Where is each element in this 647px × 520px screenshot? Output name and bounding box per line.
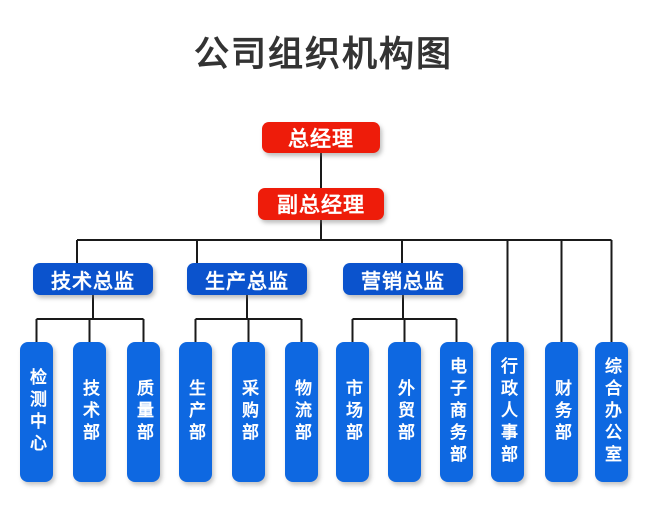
node-dept-logistics: 物流部 (285, 342, 318, 482)
node-dept-technology: 技术部 (73, 342, 106, 482)
node-dept-admin-hr: 行政人事部 (491, 342, 524, 482)
node-director-technical: 技术总监 (33, 263, 153, 295)
node-deputy-general-manager: 副总经理 (258, 188, 384, 220)
node-director-marketing: 营销总监 (343, 263, 463, 295)
node-dept-finance: 财务部 (545, 342, 578, 482)
node-dept-market: 市场部 (336, 342, 369, 482)
node-dept-quality: 质量部 (127, 342, 160, 482)
node-director-production: 生产总监 (187, 263, 307, 295)
node-dept-production: 生产部 (179, 342, 212, 482)
node-dept-testing-center: 检测中心 (20, 342, 53, 482)
page-title: 公司组织机构图 (193, 35, 453, 75)
node-general-manager: 总经理 (262, 122, 380, 153)
node-dept-foreign-trade: 外贸部 (388, 342, 421, 482)
node-dept-general-office: 综合办公室 (595, 342, 628, 482)
node-dept-purchasing: 采购部 (232, 342, 265, 482)
node-dept-ecommerce: 电子商务部 (440, 342, 473, 482)
